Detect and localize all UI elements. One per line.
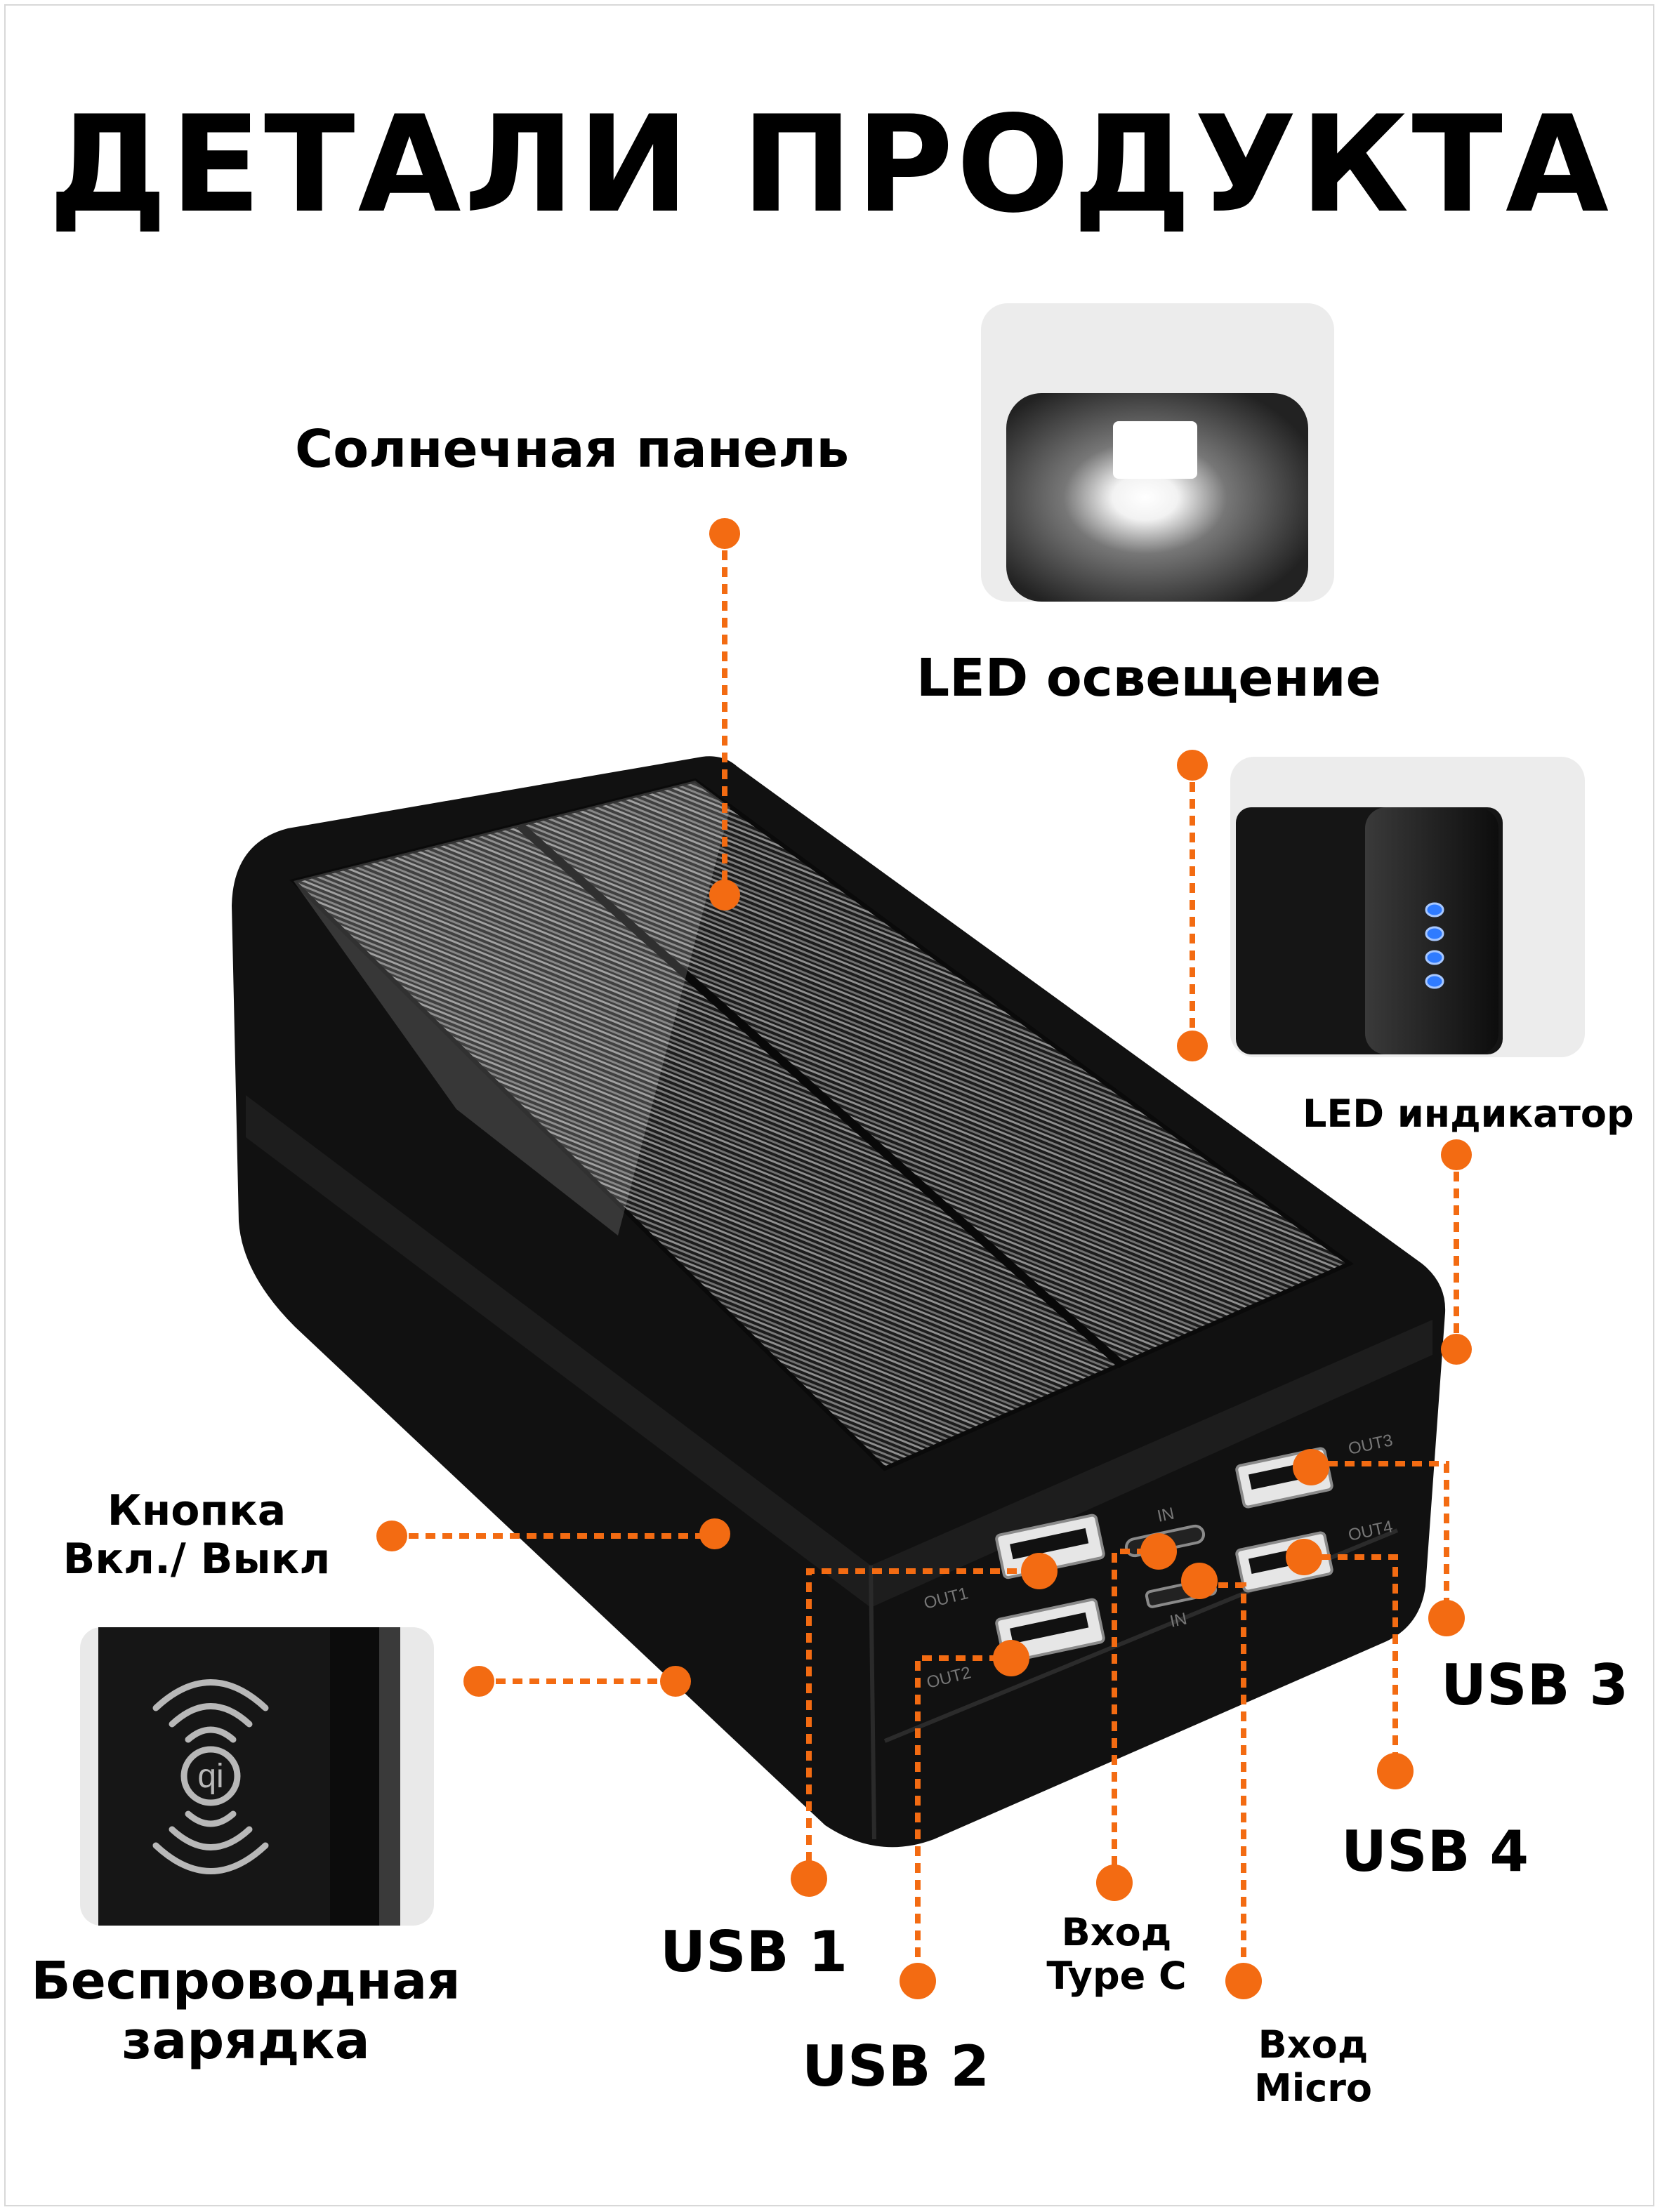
led-indicator-photo <box>1230 757 1585 1057</box>
callout-dots <box>376 518 1472 1999</box>
usb2-label: USB 2 <box>802 2034 990 2099</box>
flashlight-photo <box>981 303 1334 602</box>
usb4-label: USB 4 <box>1341 1819 1529 1884</box>
power-button-label-line2: Вкл./ Выкл <box>62 1535 331 1584</box>
micro-label-line1: Вход <box>1258 2022 1369 2067</box>
power-button-label-line1: Кнопка <box>107 1486 286 1535</box>
in-top-marking: IN <box>1156 1504 1176 1525</box>
solar-panel-label: Солнечная панель <box>295 419 850 479</box>
wireless-label-line2: зарядка <box>121 2011 370 2072</box>
micro-input-label: Вход Micro <box>1208 2022 1418 2111</box>
power-button-label: Кнопка Вкл./ Выкл <box>56 1487 337 1584</box>
wireless-label-line1: Беспроводная <box>31 1951 461 2011</box>
type-c-label-line2: Type C <box>1046 1954 1187 1999</box>
led-light-label: LED освещение <box>916 648 1381 708</box>
page-border <box>4 4 1654 2206</box>
type-c-input-label: Вход Type C <box>1011 1910 1222 1999</box>
usb1-label: USB 1 <box>660 1919 848 1985</box>
svg-text:qi: qi <box>197 1758 223 1795</box>
wireless-photo: qi <box>80 1627 434 1926</box>
in-bottom-marking: IN <box>1168 1609 1189 1631</box>
type-c-label-line1: Вход <box>1061 1910 1172 1954</box>
page-title: ДЕТАЛИ ПРОДУКТА <box>48 87 1612 242</box>
wireless-charging-label: Беспроводная зарядка <box>28 1951 463 2072</box>
micro-label-line2: Micro <box>1254 2066 1372 2111</box>
led-indicator-label: LED индикатор <box>1303 1092 1634 1136</box>
power-bank: OUT1 OUT2 OUT3 OUT4 IN IN <box>232 756 1446 1848</box>
usb3-label: USB 3 <box>1441 1653 1629 1718</box>
qi-wireless-icon <box>152 1679 269 1874</box>
